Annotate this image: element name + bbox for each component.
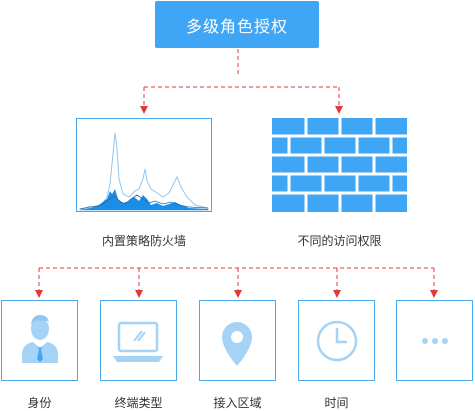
more-dots-icon [422,338,448,344]
time-node [298,300,375,381]
terminal-type-node [100,300,177,381]
laptop-icon [113,321,163,362]
role-authorization-node: 多级角色授权 [155,1,319,48]
root-title: 多级角色授权 [185,16,288,36]
identity-label: 身份 [27,396,52,410]
clock-icon [316,320,358,362]
location-pin-icon [222,322,252,366]
firewall-label: 内置策略防火墙 [101,234,186,248]
access-region-node [199,300,276,381]
access-region-label: 接入区域 [213,396,262,410]
permissions-label: 不同的访问权限 [297,234,382,248]
permissions-node [272,118,407,212]
terminal-type-label: 终端类型 [114,396,163,410]
user-identity-icon [22,315,58,363]
brick-wall-icon [272,118,407,212]
time-label: 时间 [324,396,349,410]
traffic-chart-icon [79,132,209,211]
identity-node [1,300,78,381]
more-node [396,300,473,381]
firewall-node [76,118,212,212]
